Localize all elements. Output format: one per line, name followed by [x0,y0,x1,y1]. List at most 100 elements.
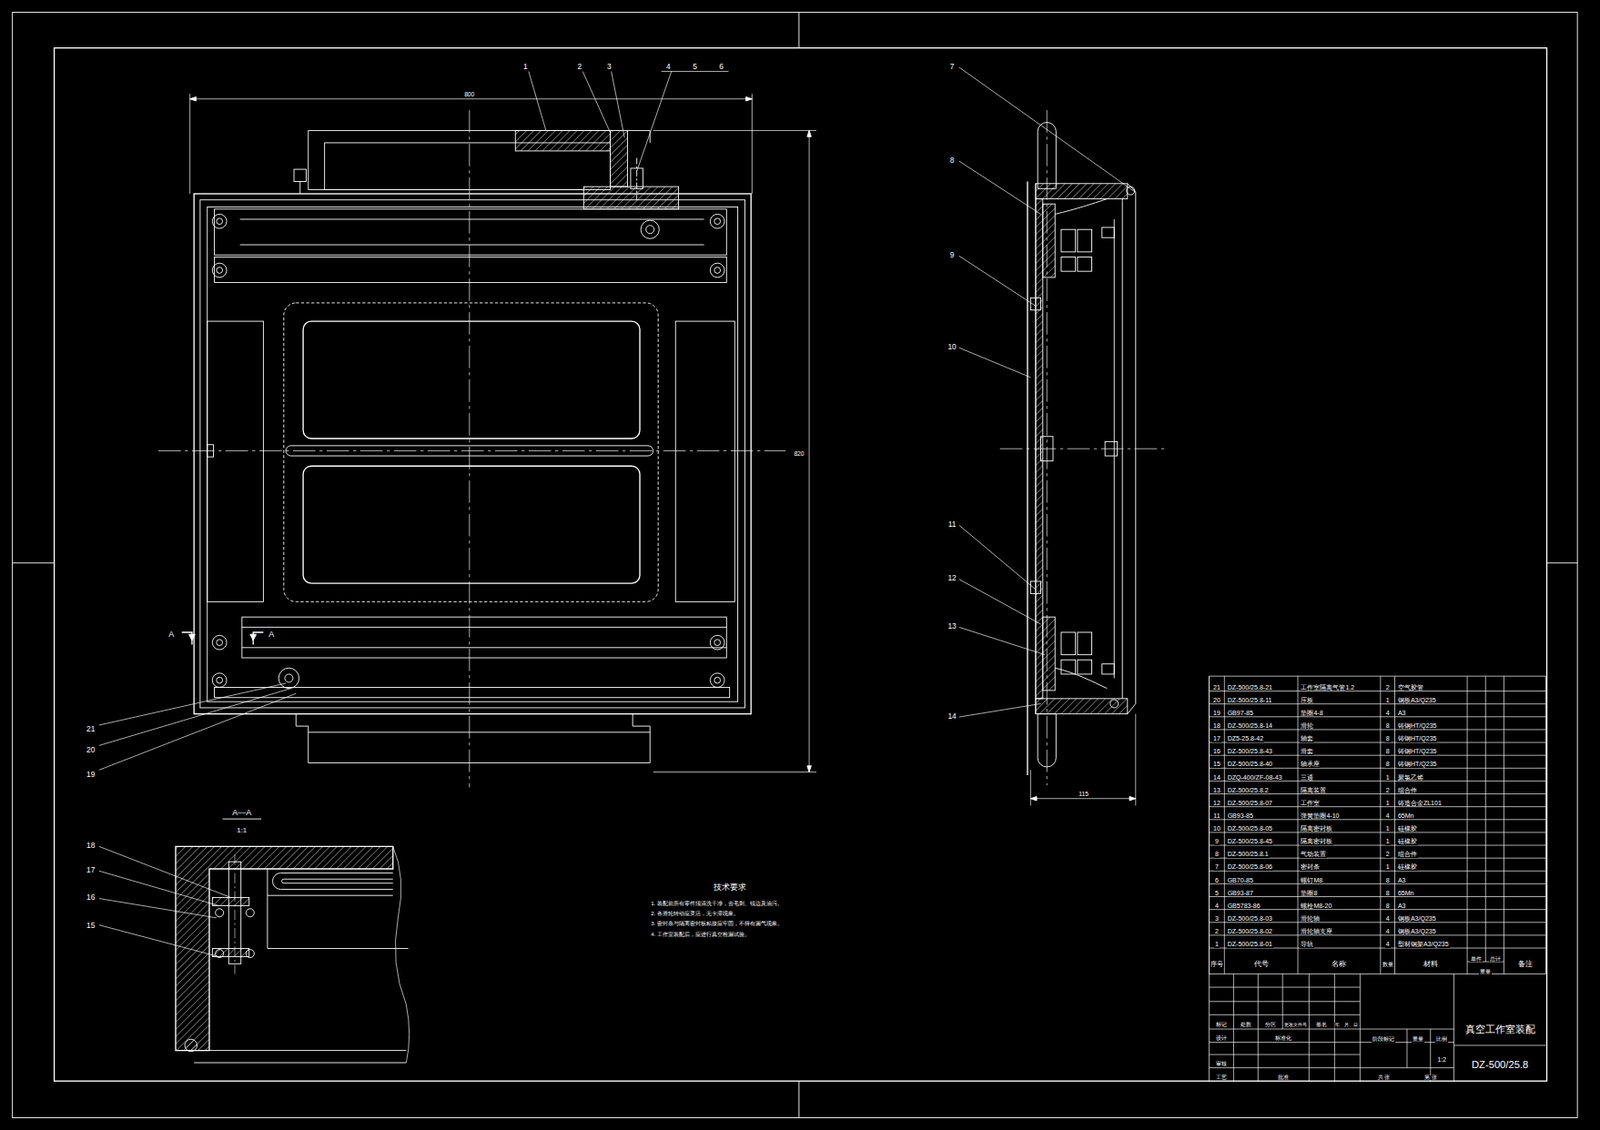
label-anchor: 工作室 [1299,793,1321,809]
front-view [240,244,705,246]
label-anchor: DZ-500/25.8-11 [1226,690,1274,706]
label-anchor: GB5783-86 [1226,896,1262,912]
label-anchor: DZ5-25.8-42 [1226,729,1266,744]
label-anchor: A3 [1397,896,1408,912]
label-anchor: 8 [1385,883,1391,899]
callout-number: 18 [85,841,96,851]
label-anchor: 7 [949,57,956,72]
table-cell: 8 [1385,735,1391,742]
label-anchor: 1 [1385,793,1391,809]
front-view [299,182,301,194]
front-view [324,142,611,191]
label-anchor: 代号 [1253,954,1270,970]
label-anchor: 铸造合金ZL101 [1397,793,1443,809]
label-anchor: 阶段标记 [1371,1029,1396,1044]
table-cell: 铸钢HT/Q235 [1397,722,1438,730]
dimension-text: 115 [1077,790,1090,798]
table-cell: 65Mn [1397,890,1416,897]
table-cell: GB93-85 [1226,812,1255,820]
front-view [807,130,811,772]
table-cell: 8 [1385,760,1391,768]
label-anchor: 重量 [1411,1029,1425,1044]
label-anchor: 3 [1214,909,1220,924]
bolt-symbol [212,213,227,229]
section-view [212,897,249,906]
label-anchor: DZ-500/25.8 [1470,1056,1530,1072]
table-rule [1257,973,1259,1030]
table-cell: 9 [1214,838,1220,845]
table-cell: 19 [1212,709,1222,717]
label-anchor: 比例 [1435,1029,1449,1044]
leader-line [582,70,610,132]
title-block-text: 重量 [1411,1037,1425,1044]
title-block-text: 真空工作室装配 [1464,1024,1537,1036]
table-cell: 8 [1385,722,1391,730]
table-cell: 滑轮 [1299,722,1315,730]
table-rule [1467,676,1469,974]
table-rule [1359,973,1361,1082]
table-rule [1485,676,1487,963]
section-view [267,895,409,949]
front-view [182,632,264,645]
section-view [184,1039,197,1052]
title-block-text: 设计 [1215,1036,1228,1043]
label-anchor: 总计 [1488,949,1502,964]
table-cell: 1 [1385,697,1391,704]
table-rule [1208,676,1210,1082]
leader-line [99,899,217,919]
title-block-text: 更改文件号 [1283,1022,1308,1028]
front-view [200,200,746,709]
label-anchor: 第 张 [1423,1067,1438,1083]
table-cell: 滑轮轴 [1299,915,1321,922]
table-rule [1379,676,1381,974]
table-cell: 垫圈4-8 [1299,709,1324,717]
table-rule [1208,690,1546,692]
label-anchor: 15 [1212,754,1222,770]
table-rule [1394,676,1396,974]
label-anchor: 工作室隔离气管1.2 [1299,678,1356,693]
table-rule [1208,987,1360,989]
table-header: 序号 [1209,962,1225,969]
label-anchor: DZ-500/25.8-07 [1226,793,1274,809]
label-anchor: DZ-500/25.8-14 [1226,716,1274,731]
label-anchor: 4 [1214,896,1220,912]
leader-line [959,161,1042,214]
table-cell: 65Mn [1397,812,1416,820]
front-view [240,219,705,221]
table-cell: 11 [1212,812,1221,820]
label-anchor: 4 [1385,806,1391,821]
table-rule [1208,921,1546,923]
label-anchor: 11 [947,515,958,530]
section-view [282,879,394,883]
label-anchor: 气动装置 [1299,844,1327,860]
label-anchor: 9 [949,245,956,261]
table-cell: 16 [1212,748,1222,755]
table-rule [1454,1044,1547,1046]
table-cell: 钢板A3/Q235 [1397,697,1438,704]
leader-line [99,683,286,726]
label-anchor: 硅橡胶 [1397,831,1418,847]
label-anchor: 9 [1214,831,1220,847]
label-anchor: 螺钉M8 [1299,870,1324,886]
label-anchor: 4 [1385,934,1391,950]
label-anchor: 垫圈4-8 [1299,703,1324,719]
label-anchor: 4. 工作室装配后，应进行真空检漏试验。 [649,924,751,940]
label-anchor: 12 [946,568,957,584]
label-anchor: 13 [946,617,957,632]
label-anchor: 6 [1214,870,1220,886]
section-view [215,909,224,918]
title-block-text: 批准 [1276,1075,1290,1082]
callout-number: 4 [665,62,672,71]
label-anchor: A [167,625,175,640]
table-cell: 4 [1385,915,1391,922]
label-anchor: 硅橡胶 [1397,819,1418,834]
table-cell: 20 [1212,697,1222,704]
center-line [468,110,470,788]
table-rule [1208,909,1546,911]
label-anchor: 名称 [1330,954,1347,970]
callout-number: 12 [946,574,957,583]
callout-number: 16 [85,893,96,902]
table-cell: 8 [1214,850,1220,858]
cylinder-symbol [1077,229,1093,253]
front-view [610,130,628,187]
